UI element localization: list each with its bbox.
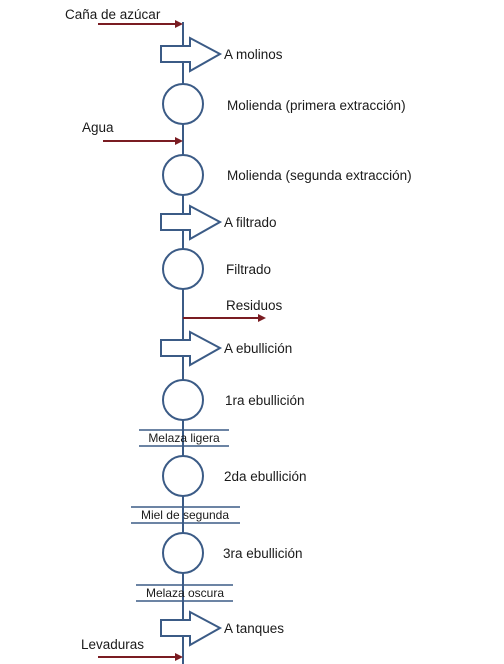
stage-milling-1-label: Molienda (primera extracción) [227,98,406,113]
stage-filtering-label: Filtrado [226,262,271,277]
input-water-arrow-head [175,137,183,145]
input-yeast-arrow-head [175,653,183,661]
stage-filtering-node [162,248,204,290]
stage-boiling-1: 1ra ebullición [162,379,305,421]
transfer-to-boiling-arrow [160,330,223,367]
stage-boiling-3-label: 3ra ebullición [223,546,303,561]
stage-boiling-1-label: 1ra ebullición [225,393,305,408]
transfer-to-boiling-label: A ebullición [224,341,292,356]
input-cane: Caña de azúcar [65,7,183,28]
product-dark-molasses-label: Melaza oscura [146,586,224,600]
input-yeast: Levaduras [81,637,183,661]
stage-milling-2-label: Molienda (segunda extracción) [227,168,412,183]
transfer-to-tanks-arrow [160,610,223,647]
transfer-to-tanks: A tanques [160,610,284,647]
stage-boiling-1-node [162,379,204,421]
stage-milling-2: Molienda (segunda extracción) [162,154,412,196]
stage-milling-1: Molienda (primera extracción) [162,83,406,125]
stage-milling-2-node [162,154,204,196]
stage-boiling-3: 3ra ebullición [162,532,303,574]
output-waste: Residuos [183,298,283,322]
output-waste-label: Residuos [226,298,283,313]
stage-boiling-2: 2da ebullición [162,455,307,497]
transfer-to-filter-arrow [160,204,223,241]
output-waste-arrow-head [258,314,266,322]
transfer-to-mills-arrow [160,36,223,73]
transfer-to-tanks-label: A tanques [224,621,284,636]
product-second-honey-label: Miel de segunda [141,508,229,522]
stage-boiling-2-label: 2da ebullición [224,469,307,484]
stage-boiling-2-node [162,455,204,497]
product-dark-molasses: Melaza oscura [136,584,233,602]
stage-boiling-3-node [162,532,204,574]
transfer-to-filter: A filtrado [160,204,277,241]
input-cane-label: Caña de azúcar [65,7,161,22]
product-second-honey: Miel de segunda [131,506,240,524]
stage-filtering: Filtrado [162,248,271,290]
input-water: Agua [82,120,183,145]
input-water-label: Agua [82,120,114,135]
transfer-to-mills: A molinos [160,36,283,73]
stage-milling-1-node [162,83,204,125]
transfer-to-filter-label: A filtrado [224,215,277,230]
product-light-molasses-label: Melaza ligera [148,431,220,445]
input-cane-arrow-head [175,20,183,28]
product-light-molasses: Melaza ligera [139,429,229,447]
input-yeast-label: Levaduras [81,637,144,652]
transfer-to-mills-label: A molinos [224,47,283,62]
transfer-to-boiling: A ebullición [160,330,292,367]
